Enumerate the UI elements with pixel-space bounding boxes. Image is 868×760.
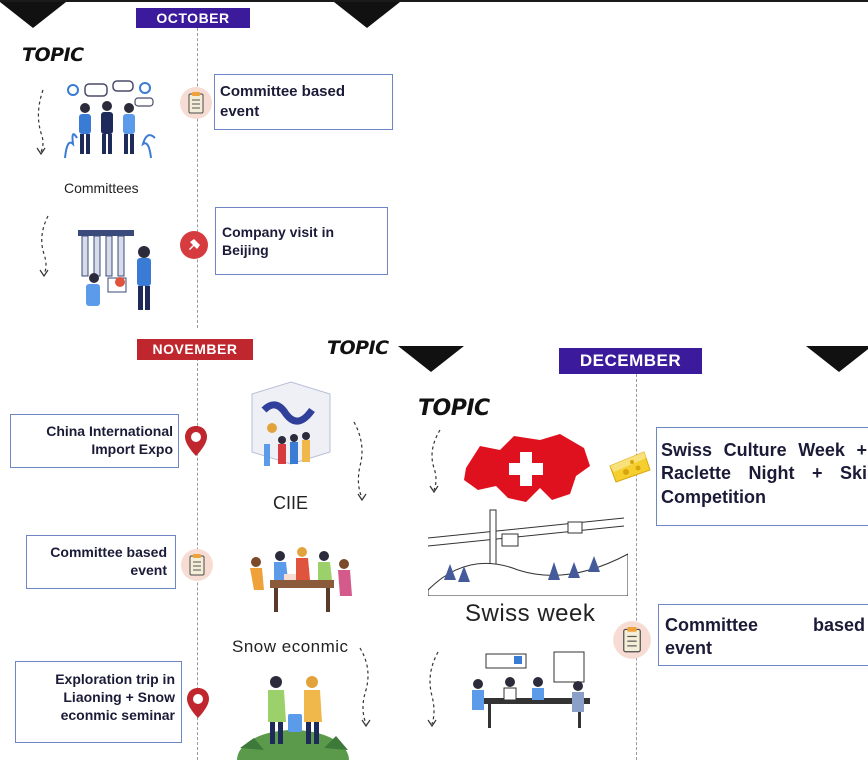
caption-snow-econmic: Snow econmic [232, 637, 349, 656]
clipboard-icon [181, 549, 213, 581]
event-box-committee-october: Committee based event [214, 74, 393, 130]
travel-illustration-icon [237, 676, 349, 760]
dashed-arrow-icon [359, 647, 371, 728]
meeting-illustration-icon [472, 651, 590, 728]
swiss-flag-map-icon [464, 434, 590, 502]
event-box-exploration-trip: Exploration trip in Liaoning + Snow econ… [15, 661, 182, 743]
caption-swiss-week: Swiss week [465, 600, 596, 627]
dashed-arrow-icon [36, 89, 46, 156]
event-box-ciie: China International Import Expo [10, 414, 179, 468]
month-label-november: NOVEMBER [137, 339, 253, 360]
dashed-arrow-icon [353, 421, 367, 502]
corner-triangle-right [334, 2, 400, 28]
location-pin-icon [185, 426, 207, 456]
timeline-dashed-line [636, 374, 637, 760]
corner-triangle-right [806, 346, 868, 372]
event-box-committee-november: Committee based event [26, 535, 176, 589]
clipboard-icon [613, 621, 651, 659]
top-border [0, 0, 868, 2]
topic-heading: TOPIC [418, 396, 490, 421]
month-label-december: DECEMBER [559, 348, 702, 374]
cheese-icon [609, 451, 651, 483]
cable-car-icon [428, 509, 628, 596]
event-box-company-visit: Company visit in Beijing [215, 207, 388, 275]
caption-ciie: CIIE [273, 493, 309, 513]
topic-heading: TOPIC [22, 44, 84, 66]
corner-triangle-left [0, 2, 66, 28]
company-visit-illustration-icon [78, 230, 151, 310]
event-box-swiss-culture-week: Swiss Culture Week + Raclette Night + Sk… [656, 427, 868, 526]
month-label-october: OCTOBER [136, 8, 250, 28]
event-box-committee-december: Committee based event [658, 604, 868, 666]
dashed-arrow-icon [427, 651, 439, 728]
pushpin-icon [180, 231, 208, 259]
corner-triangle-left [398, 346, 464, 372]
dashed-arrow-icon [39, 215, 49, 278]
location-pin-icon [187, 688, 209, 718]
caption-committees: Committees [64, 180, 139, 196]
timeline-dashed-line [197, 28, 198, 328]
clipboard-icon [180, 87, 212, 119]
topic-heading: TOPIC [327, 337, 389, 359]
committees-illustration-icon [64, 80, 156, 159]
expo-illustration-icon [251, 381, 331, 466]
dashed-arrow-icon [429, 429, 441, 494]
workshop-illustration-icon [250, 547, 352, 612]
